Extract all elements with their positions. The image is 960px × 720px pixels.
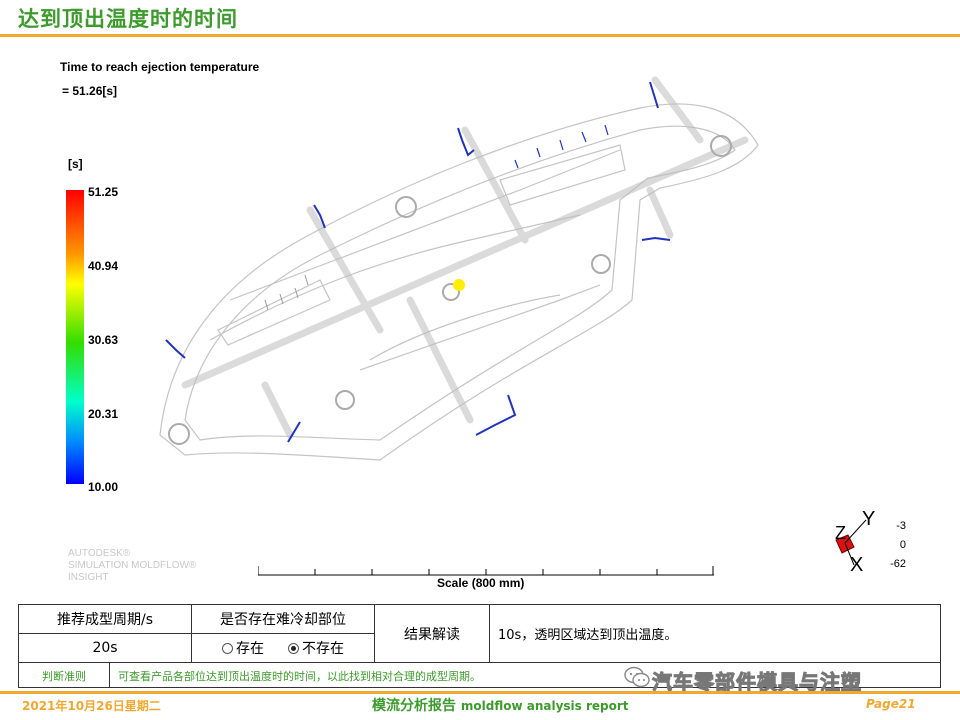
legend-tick-min: 10.00 — [88, 480, 119, 494]
software-watermark: AUTODESK® SIMULATION MOLDFLOW® INSIGHT — [68, 548, 197, 583]
legend-tick: 30.63 — [88, 333, 119, 347]
footer-date: 2021年10月26日星期二 — [22, 699, 161, 713]
part-inner-outline — [184, 125, 736, 441]
footer-report-title: 模流分析报告 moldflow analysis report — [372, 698, 629, 714]
boss-hole — [710, 135, 732, 157]
view-rotation-values: -3 0 -62 — [890, 520, 906, 570]
interpretation-text: 10s，透明区域达到顶出温度。 — [498, 628, 678, 643]
info-table: 推荐成型周期/s 是否存在难冷却部位 20s 存在 不存在 结果解读 10s，透… — [18, 604, 941, 688]
interpretation-label: 结果解读 — [404, 626, 460, 643]
footer-page-number: Page21 — [866, 697, 916, 711]
triad-x-label: X — [850, 554, 863, 575]
footer-divider — [0, 691, 960, 694]
result-value: = 51.26[s] — [62, 84, 118, 98]
boss-hole — [442, 283, 460, 301]
boss-hole — [335, 390, 355, 410]
part-model-view[interactable] — [150, 70, 770, 470]
hard-cooling-radios: 存在 不存在 — [192, 634, 374, 662]
radio-checked-icon — [288, 643, 299, 654]
legend-unit: [s] — [68, 157, 83, 171]
cooling-line — [165, 339, 186, 359]
scale-bar — [258, 566, 714, 576]
wechat-watermark: 汽车零部件模具与注塑 — [652, 670, 862, 695]
judge-label: 判断准则 — [42, 669, 86, 683]
orientation-triad-icon[interactable]: Y Z X — [826, 505, 886, 575]
cooling-line — [641, 236, 671, 241]
radio-yes[interactable]: 存在 — [222, 638, 264, 658]
boss-hole — [591, 254, 611, 274]
triad-y-label: Y — [862, 508, 875, 530]
judge-text: 可查看产品各部位达到顶出温度时的时间，以此找到相对合理的成型周期。 — [118, 669, 481, 683]
cooling-line — [457, 127, 475, 157]
hard-cooling-header: 是否存在难冷却部位 — [220, 612, 346, 628]
boss-hole — [168, 423, 190, 445]
triad-z-label: Z — [835, 523, 846, 543]
wechat-icon — [624, 666, 650, 688]
legend-tick-max: 51.25 — [88, 185, 119, 199]
legend-tick: 20.31 — [88, 407, 119, 421]
cooling-line — [313, 204, 326, 229]
color-legend-bar — [66, 190, 84, 484]
injection-point — [453, 279, 465, 291]
cooling-line — [287, 421, 301, 443]
cycle-time-header: 推荐成型周期/s — [56, 612, 153, 628]
radio-no[interactable]: 不存在 — [288, 638, 344, 658]
cycle-time-value: 20s — [92, 640, 118, 656]
scale-label: Scale (800 mm) — [437, 576, 525, 590]
cooling-line — [649, 81, 659, 109]
title-divider — [0, 34, 960, 37]
radio-unchecked-icon — [222, 643, 233, 654]
part-outline — [159, 103, 759, 461]
slide-title: 达到顶出温度时的时间 — [18, 7, 238, 31]
legend-tick: 40.94 — [88, 259, 119, 273]
cooling-line — [475, 394, 517, 436]
boss-hole — [395, 196, 417, 218]
result-name: Time to reach ejection temperature — [60, 60, 260, 74]
